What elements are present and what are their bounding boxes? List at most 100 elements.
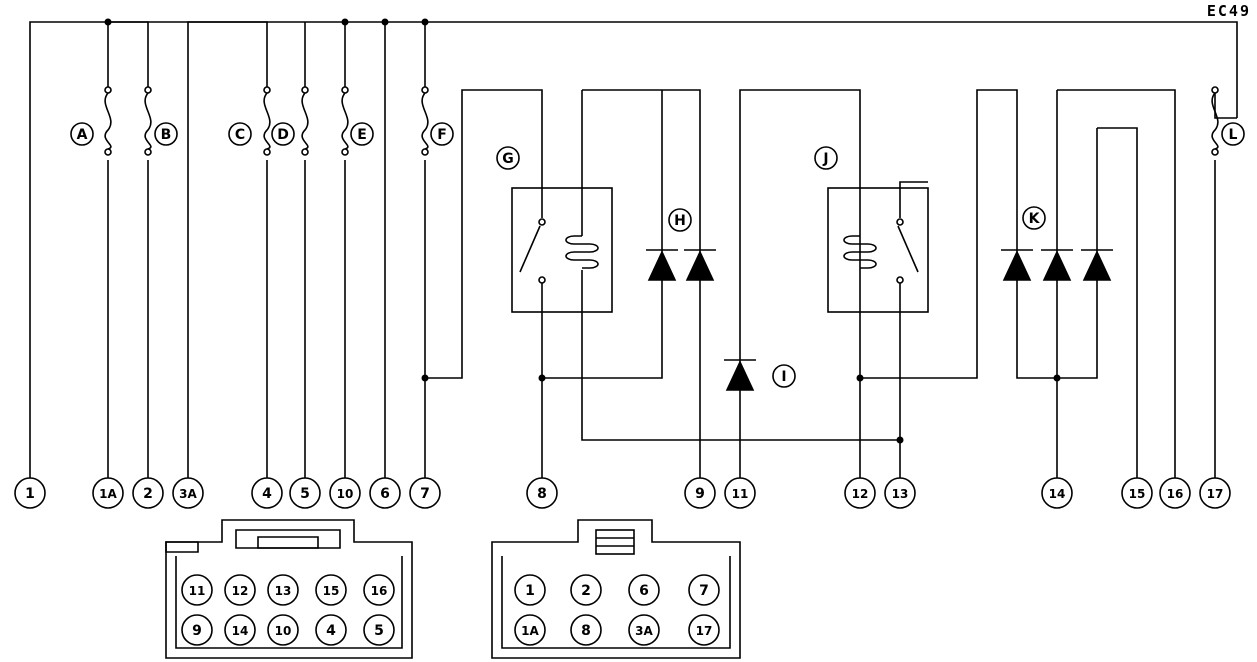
svg-text:15: 15 bbox=[1129, 487, 1146, 501]
terminal-7: 7 bbox=[409, 477, 441, 509]
svg-text:1A: 1A bbox=[99, 487, 117, 501]
svg-text:11: 11 bbox=[732, 487, 749, 501]
right-connector-pin-1: 1 bbox=[514, 574, 546, 606]
svg-text:B: B bbox=[161, 127, 172, 143]
terminal-3a: 3A bbox=[172, 477, 204, 509]
svg-text:13: 13 bbox=[275, 584, 292, 598]
terminal-2: 2 bbox=[132, 477, 164, 509]
terminal-17: 17 bbox=[1199, 477, 1231, 509]
svg-text:17: 17 bbox=[696, 624, 713, 638]
component-label-i: I bbox=[772, 364, 796, 388]
svg-text:10: 10 bbox=[275, 624, 292, 638]
svg-text:8: 8 bbox=[537, 486, 547, 502]
left-connector-pin-11: 11 bbox=[181, 574, 213, 606]
terminal-9: 9 bbox=[684, 477, 716, 509]
svg-text:8: 8 bbox=[581, 623, 591, 639]
svg-text:1: 1 bbox=[25, 486, 35, 502]
left-connector-pin-15: 15 bbox=[315, 574, 347, 606]
svg-text:16: 16 bbox=[1167, 487, 1184, 501]
svg-text:C: C bbox=[235, 127, 245, 143]
svg-text:13: 13 bbox=[892, 487, 909, 501]
left-connector-pin-5: 5 bbox=[363, 614, 395, 646]
svg-text:12: 12 bbox=[852, 487, 869, 501]
component-label-b: B bbox=[154, 122, 178, 146]
terminal-1: 1 bbox=[14, 477, 46, 509]
terminal-4: 4 bbox=[251, 477, 283, 509]
fuse-f-symbol bbox=[421, 86, 429, 156]
fuse-a-symbol bbox=[104, 86, 112, 156]
fuse-e-symbol bbox=[341, 86, 349, 156]
fuse-d-symbol bbox=[263, 86, 271, 156]
left-connector-pin-13: 13 bbox=[267, 574, 299, 606]
svg-text:14: 14 bbox=[232, 624, 249, 638]
terminal-15: 15 bbox=[1121, 477, 1153, 509]
svg-text:14: 14 bbox=[1049, 487, 1066, 501]
left-connector-pin-12: 12 bbox=[224, 574, 256, 606]
terminal-12: 12 bbox=[844, 477, 876, 509]
svg-text:17: 17 bbox=[1207, 487, 1224, 501]
svg-text:E: E bbox=[357, 127, 367, 143]
right-connector-pin-7: 7 bbox=[688, 574, 720, 606]
component-label-d: D bbox=[271, 122, 295, 146]
diagram-code: EC49 bbox=[1206, 2, 1251, 20]
svg-text:L: L bbox=[1229, 127, 1238, 143]
svg-text:16: 16 bbox=[371, 584, 388, 598]
svg-text:11: 11 bbox=[189, 584, 206, 598]
svg-text:3A: 3A bbox=[635, 624, 653, 638]
left-connector-pin-4: 4 bbox=[315, 614, 347, 646]
svg-text:G: G bbox=[502, 151, 514, 167]
fuse-b-symbol bbox=[144, 86, 152, 156]
component-label-h: H bbox=[668, 208, 692, 232]
svg-text:12: 12 bbox=[232, 584, 249, 598]
svg-text:15: 15 bbox=[323, 584, 340, 598]
svg-text:4: 4 bbox=[326, 623, 336, 639]
right-connector-pin-17: 17 bbox=[688, 614, 720, 646]
svg-text:5: 5 bbox=[300, 486, 310, 502]
terminal-11: 11 bbox=[724, 477, 756, 509]
fuse-5-symbol bbox=[301, 86, 309, 156]
svg-text:H: H bbox=[674, 213, 686, 229]
component-label-l: L bbox=[1221, 122, 1245, 146]
component-label-f: F bbox=[430, 122, 454, 146]
left-connector-pin-16: 16 bbox=[363, 574, 395, 606]
terminal-13: 13 bbox=[884, 477, 916, 509]
component-label-a: A bbox=[70, 122, 94, 146]
right-connector-pin-2: 2 bbox=[570, 574, 602, 606]
terminal-1a: 1A bbox=[92, 477, 124, 509]
svg-text:K: K bbox=[1029, 211, 1041, 227]
right-connector-pin-6: 6 bbox=[628, 574, 660, 606]
svg-text:5: 5 bbox=[374, 623, 384, 639]
svg-text:7: 7 bbox=[420, 486, 430, 502]
terminal-6: 6 bbox=[369, 477, 401, 509]
right-connector-pin-3a: 3A bbox=[628, 614, 660, 646]
terminal-16: 16 bbox=[1159, 477, 1191, 509]
svg-text:J: J bbox=[822, 151, 828, 167]
left-connector-pin-9: 9 bbox=[181, 614, 213, 646]
svg-text:1A: 1A bbox=[521, 624, 539, 638]
component-label-j: J bbox=[814, 146, 838, 170]
component-label-c: C bbox=[228, 122, 252, 146]
svg-text:D: D bbox=[277, 127, 289, 143]
component-label-k: K bbox=[1022, 206, 1046, 230]
svg-text:6: 6 bbox=[639, 583, 649, 599]
left-connector-pin-10: 10 bbox=[267, 614, 299, 646]
right-connector-pin-1a: 1A bbox=[514, 614, 546, 646]
svg-text:7: 7 bbox=[699, 583, 709, 599]
terminal-5: 5 bbox=[289, 477, 321, 509]
component-label-g: G bbox=[496, 146, 520, 170]
svg-text:I: I bbox=[781, 369, 786, 385]
svg-text:6: 6 bbox=[380, 486, 390, 502]
fuse-l-symbol bbox=[1211, 86, 1219, 156]
terminal-14: 14 bbox=[1041, 477, 1073, 509]
component-label-e: E bbox=[350, 122, 374, 146]
svg-text:4: 4 bbox=[262, 486, 272, 502]
svg-text:9: 9 bbox=[192, 623, 202, 639]
svg-text:F: F bbox=[437, 127, 447, 143]
svg-text:1: 1 bbox=[525, 583, 535, 599]
svg-text:2: 2 bbox=[581, 583, 591, 599]
terminal-8: 8 bbox=[526, 477, 558, 509]
svg-text:10: 10 bbox=[337, 487, 354, 501]
svg-text:9: 9 bbox=[695, 486, 705, 502]
terminal-10: 10 bbox=[329, 477, 361, 509]
